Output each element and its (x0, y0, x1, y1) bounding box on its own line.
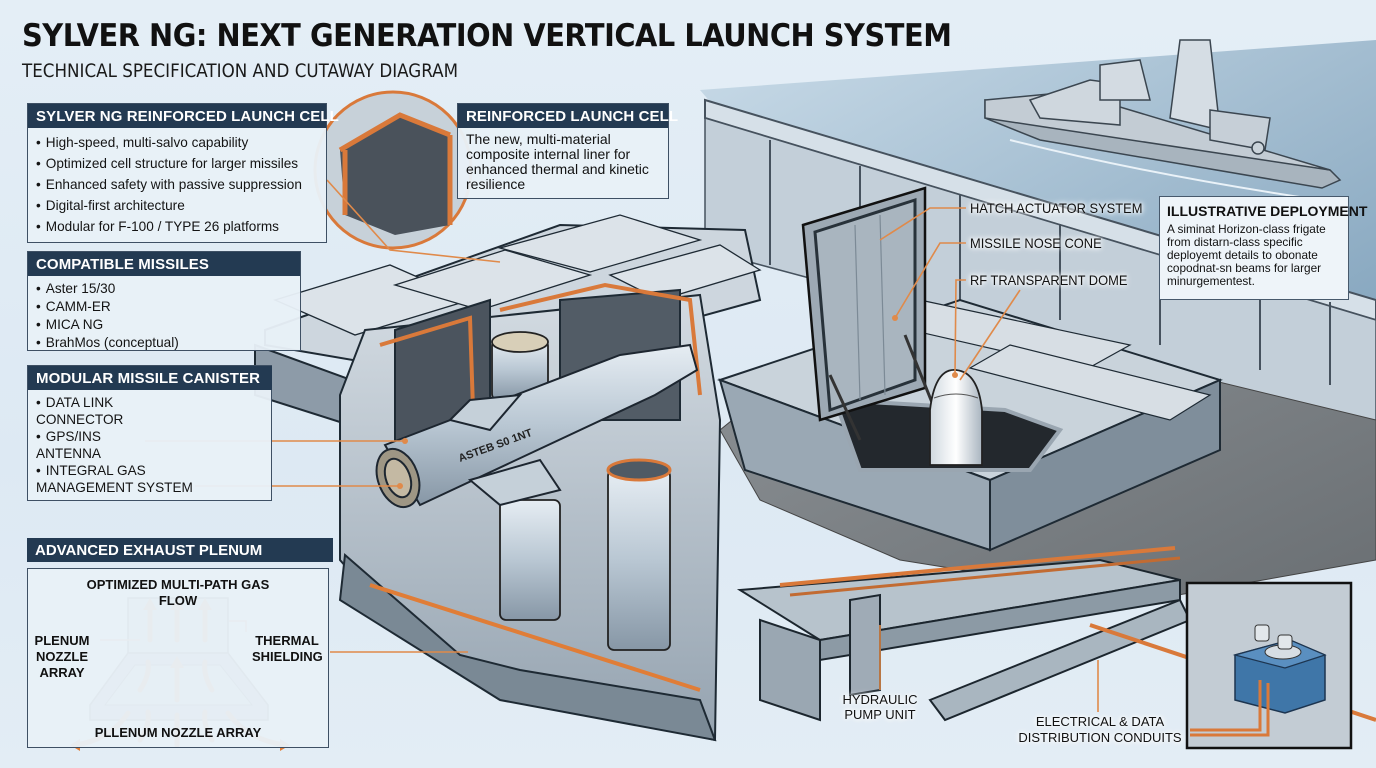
panel-title: MODULAR MISSILE CANISTER (28, 366, 272, 390)
compatible-missiles-panel: COMPATIBLE MISSILES Aster 15/30 CAMM-ER … (27, 251, 301, 351)
liner-description: The new, multi-material composite intern… (466, 131, 649, 192)
liner-panel: REINFORCED LAUNCH CELL The new, multi-ma… (457, 103, 678, 199)
deployment-description: A siminat Horizon-class frigate from dis… (1167, 222, 1326, 288)
missile-item: CAMM-ER (36, 298, 292, 316)
feature-item: Optimized cell structure for larger miss… (36, 153, 318, 174)
feature-list: High-speed, multi-salvo capability Optim… (28, 128, 326, 241)
reinforced-launch-cell-panel: SYLVER NG REINFORCED LAUNCH CELL High-sp… (27, 103, 339, 243)
callout-hatch-actuator: HATCH ACTUATOR SYSTEM (970, 200, 1143, 216)
feature-item: Modular for F-100 / TYPE 26 platforms (36, 216, 318, 237)
hatch-door (801, 186, 937, 441)
missile-list: Aster 15/30 CAMM-ER MICA NG BrahMos (con… (28, 276, 300, 356)
feature-item: Enhanced safety with passive suppression (36, 174, 318, 195)
frigate-illustration (984, 39, 1342, 201)
missile-item: Aster 15/30 (36, 280, 292, 298)
exhaust-plenum-panel: OPTIMIZED MULTI-PATH GAS FLOW PLENUM NOZ… (27, 568, 329, 748)
canister-item: DATA LINK CONNECTOR (36, 394, 263, 428)
missile-item: BrahMos (conceptual) (36, 334, 292, 352)
callout-hydraulic-pump: HYDRAULIC PUMP UNIT (842, 692, 918, 722)
missile-nose-cone (929, 369, 983, 466)
canister-item: GPS/INS ANTENNA (36, 428, 263, 462)
callout-conduits: ELECTRICAL & DATA DISTRIBUTION CONDUITS (1018, 714, 1182, 745)
feature-item: Digital-first architecture (36, 195, 318, 216)
gas-flow-label: OPTIMIZED MULTI-PATH GAS FLOW (86, 577, 270, 608)
panel-title: ILLUSTRATIVE DEPLOYMENT (1167, 203, 1368, 219)
canister-item: INTEGRAL GAS MANAGEMENT SYSTEM (36, 462, 263, 496)
nozzle-array-bottom-label: PLLENUM NOZZLE ARRAY (94, 725, 262, 740)
deployment-panel: ILLUSTRATIVE DEPLOYMENT A siminat Horizo… (1159, 196, 1368, 300)
exhaust-panel-title: ADVANCED EXHAUST PLENUM (27, 538, 333, 562)
hydraulic-pump-inset (1185, 581, 1353, 750)
missile-canister-panel: MODULAR MISSILE CANISTER DATA LINK CONNE… (27, 365, 272, 501)
missile-body: ASTEB S0 1NT (375, 343, 699, 509)
storage-canisters (491, 331, 672, 651)
thermal-shielding-label: THERMAL SHIELDING (252, 633, 323, 664)
leader-dots (397, 315, 958, 489)
page-subtitle: TECHNICAL SPECIFICATION AND CUTAWAY DIAG… (22, 60, 459, 82)
callout-rf-dome: RF TRANSPARENT DOME (970, 272, 1128, 288)
page-title: SYLVER NG: NEXT GENERATION VERTICAL LAUN… (22, 18, 952, 54)
panel-title: COMPATIBLE MISSILES (28, 252, 300, 276)
feature-item: High-speed, multi-salvo capability (36, 132, 318, 153)
callout-nose-cone: MISSILE NOSE CONE (970, 235, 1102, 251)
panel-title: REINFORCED LAUNCH CELL (458, 104, 678, 128)
nozzle-array-label: PLENUM NOZZLE ARRAY (34, 633, 90, 680)
canister-list: DATA LINK CONNECTOR GPS/INS ANTENNA INTE… (28, 390, 271, 500)
missile-item: MICA NG (36, 316, 292, 334)
panel-title: SYLVER NG REINFORCED LAUNCH CELL (28, 104, 339, 128)
